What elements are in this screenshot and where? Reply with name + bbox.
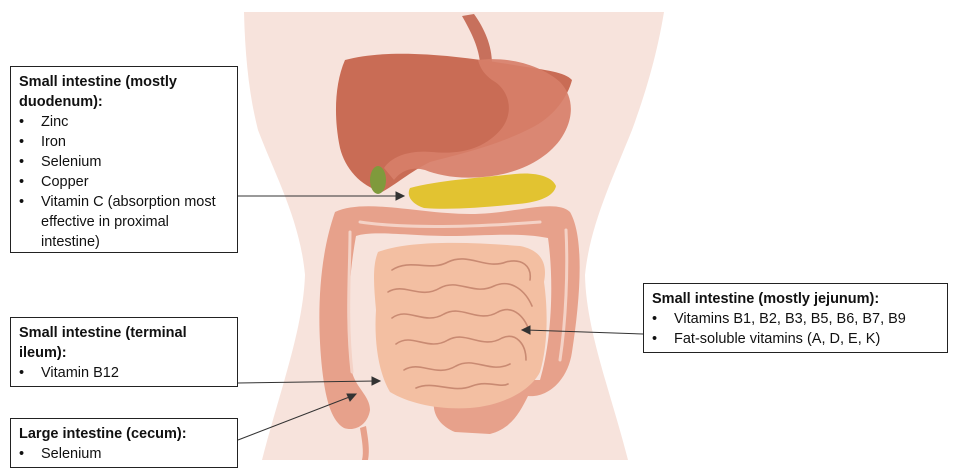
nutrient-selenium-cecum: Selenium (19, 444, 229, 464)
callout-jejunum: Small intestine (mostly jejunum): Vitami… (643, 283, 948, 353)
callout-ileum-list: Vitamin B12 (19, 363, 229, 383)
nutrient-copper: Copper (19, 172, 229, 192)
nutrient-zinc: Zinc (19, 112, 229, 132)
nutrient-selenium: Selenium (19, 152, 229, 172)
callout-duodenum: Small intestine (mostly duodenum): Zinc … (10, 66, 238, 253)
nutrient-fat-soluble-vitamins: Fat-soluble vitamins (A, D, E, K) (652, 329, 939, 349)
small-intestine (374, 243, 547, 408)
nutrient-b-vitamins: Vitamins B1, B2, B3, B5, B6, B7, B9 (652, 309, 939, 329)
callout-ileum-title: Small intestine (terminal ileum): (19, 323, 229, 363)
callout-duodenum-list: Zinc Iron Selenium Copper Vitamin C (abs… (19, 112, 229, 252)
callout-cecum-title: Large intestine (cecum): (19, 424, 229, 444)
callout-cecum-list: Selenium (19, 444, 229, 464)
callout-terminal-ileum: Small intestine (terminal ileum): Vitami… (10, 317, 238, 387)
nutrient-vitamin-c: Vitamin C (absorption most effective in … (19, 192, 229, 252)
gallbladder (370, 166, 386, 194)
nutrient-vitamin-b12: Vitamin B12 (19, 363, 229, 383)
callout-cecum: Large intestine (cecum): Selenium (10, 418, 238, 468)
callout-duodenum-title: Small intestine (mostly duodenum): (19, 72, 229, 112)
nutrient-iron: Iron (19, 132, 229, 152)
callout-jejunum-list: Vitamins B1, B2, B3, B5, B6, B7, B9 Fat-… (652, 309, 939, 349)
callout-jejunum-title: Small intestine (mostly jejunum): (652, 289, 939, 309)
